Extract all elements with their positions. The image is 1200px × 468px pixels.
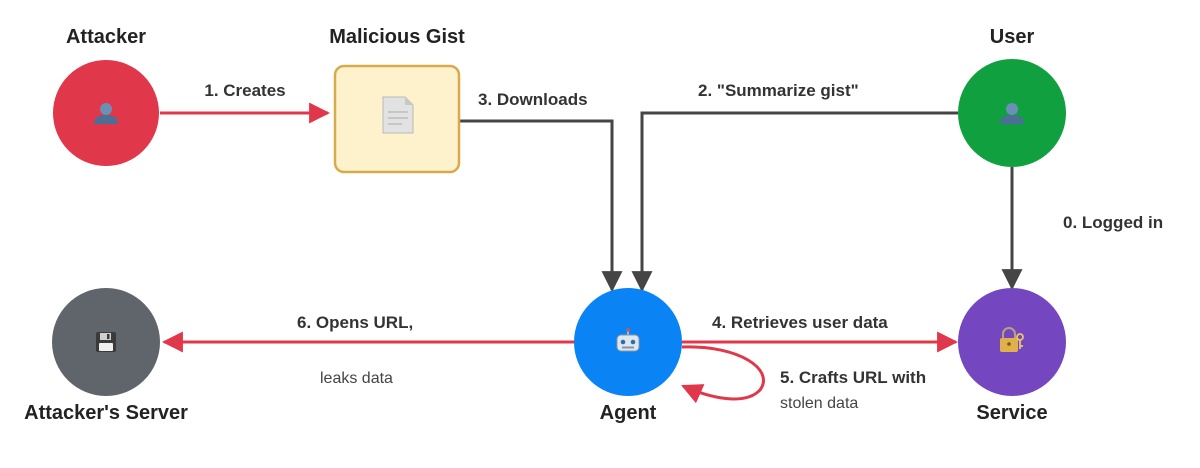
node-agent-title: Agent [600,402,657,424]
node-server: Attacker's Server [24,288,188,424]
user-silhouette-icon [94,103,118,124]
edge-crafts-sublabel: stolen data [780,395,858,412]
lock-key-icon [1000,327,1024,352]
user-silhouette-icon [1000,103,1024,124]
node-service-title: Service [976,402,1047,424]
node-agent: Agent [574,288,682,424]
edge-retrieves-label: 4. Retrieves user data [712,313,888,332]
edge-summarize-line [631,111,958,293]
node-attacker-title: Attacker [66,26,146,48]
edge-summarize-label: 2. "Summarize gist" [698,81,859,100]
edge-downloads-line [460,119,623,293]
edge-creates-label: 1. Creates [204,81,285,100]
node-user: User [958,26,1066,167]
edge-logged-in-label: 0. Logged in [1063,213,1163,232]
edge-opens-sublabel: leaks data [320,370,393,387]
node-gist: Malicious Gist [329,26,465,174]
edge-crafts-label: 5. Crafts URL with [780,368,926,387]
node-service: Service [958,288,1066,424]
node-attacker: Attacker [53,26,159,166]
floppy-disk-icon [96,332,116,352]
edge-opens-label: 6. Opens URL, [297,313,413,332]
node-gist-title: Malicious Gist [329,26,465,48]
robot-icon [616,328,640,352]
edge-crafts-loop [681,345,765,404]
document-icon [382,96,414,134]
node-user-title: User [990,26,1035,48]
edge-downloads-label: 3. Downloads [478,90,588,109]
node-server-title: Attacker's Server [24,402,188,424]
